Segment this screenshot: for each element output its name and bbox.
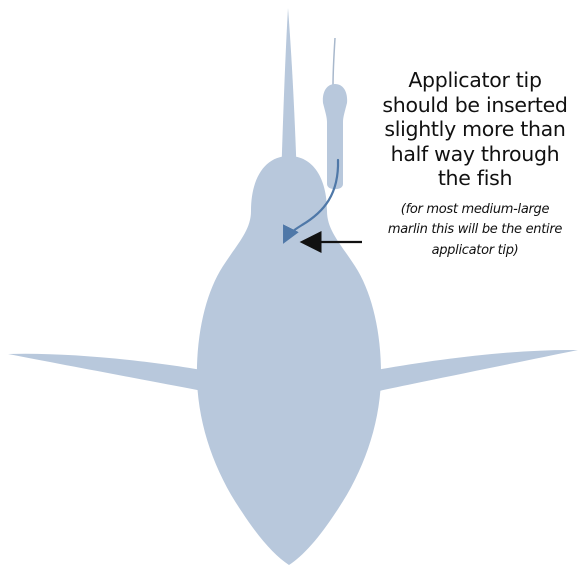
left-pectoral-fin [8, 354, 213, 393]
right-pectoral-fin [365, 350, 578, 394]
main-note-line: the fish [372, 166, 578, 191]
sub-note-line: marlin this will be the entire [372, 220, 578, 241]
main-note-line: Applicator tip [372, 68, 578, 93]
main-note: Applicator tip should be inserted slight… [372, 68, 578, 191]
main-note-line: should be inserted [372, 93, 578, 118]
marlin-bill [281, 8, 297, 182]
applicator-line [333, 38, 335, 86]
sub-note-line: applicator tip) [372, 241, 578, 262]
main-note-line: slightly more than [372, 117, 578, 142]
applicator-tip [323, 84, 347, 189]
callout-text: Applicator tip should be inserted slight… [372, 68, 578, 261]
marlin-body [197, 156, 381, 565]
sub-note-line: (for most medium-large [372, 200, 578, 221]
sub-note: (for most medium-large marlin this will … [372, 200, 578, 262]
main-note-line: half way through [372, 142, 578, 167]
applicator-icon [323, 38, 347, 189]
